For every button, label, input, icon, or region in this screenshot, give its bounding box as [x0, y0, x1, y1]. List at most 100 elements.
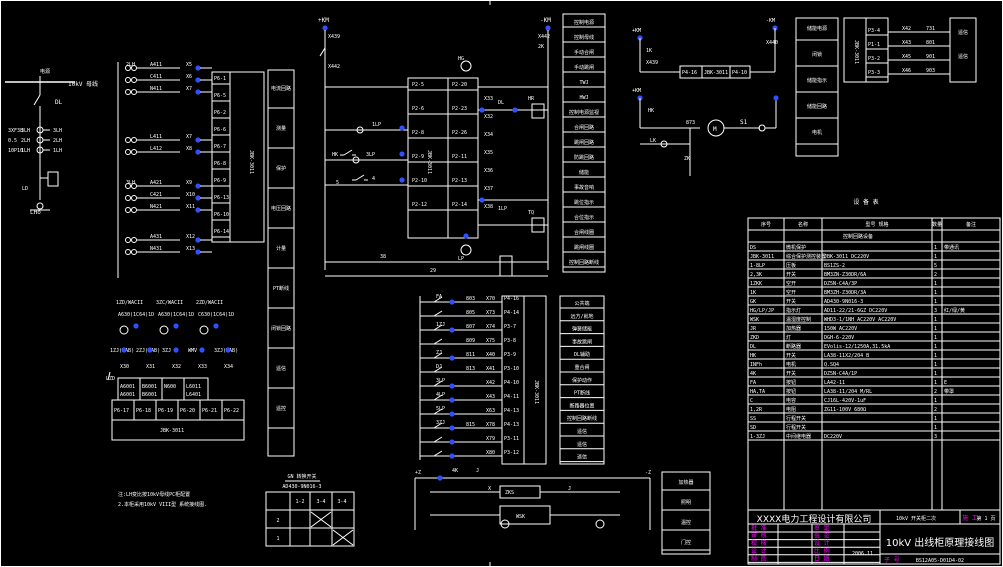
ct-winding [131, 183, 137, 189]
bom-cell: 灯 [786, 334, 791, 341]
pt-box-cell: L6011 [186, 384, 201, 390]
bom-cell: 1 [934, 245, 937, 251]
ct-winding [125, 137, 131, 143]
ct-ratio: 10P10 [8, 148, 23, 154]
coil-label: TQ [528, 210, 534, 216]
bom-cell: HK [750, 353, 756, 359]
mid-legend-item: 电压回路 [271, 205, 291, 212]
ct-winding [131, 65, 137, 71]
bom-cell: 2,3K [750, 272, 762, 278]
signal-legend-item: 保护动作 [572, 377, 592, 384]
signal-terminal: P3-9 [504, 352, 516, 358]
signal-contact [433, 366, 443, 373]
signal-terminal: P3-10 [504, 366, 519, 372]
pt-terminal [173, 323, 179, 329]
tb-bottom-left: 子 号 [884, 557, 900, 564]
pt-box-cell: A6001 [120, 384, 135, 390]
bom-cell: 空开 [786, 280, 796, 287]
tb-date: 2006.11 [852, 551, 873, 557]
signal-terminal-marker [449, 327, 455, 333]
code-label: 2K [538, 44, 544, 50]
signal-legend [559, 295, 605, 465]
signal-terminal: P4-13 [504, 408, 519, 414]
ct-winding [131, 249, 137, 255]
relay-ct-box-right [229, 71, 265, 243]
ct-winding [131, 137, 137, 143]
bom-header: 型号 规格 [865, 221, 888, 228]
green-lamp [460, 60, 472, 72]
relay-term-left: P2-9 [412, 154, 424, 160]
mid-legend-item: 计量 [276, 245, 286, 252]
bom-cell: 1 [934, 380, 937, 386]
signal-num: 815 [466, 422, 475, 428]
ct-winding [131, 89, 137, 95]
ct-wire-label: A411 [150, 62, 162, 68]
ct-core-label: 1LH [53, 148, 62, 154]
relay-box-label: JBK-3011 [426, 150, 432, 174]
bc-legend-item: 门控 [681, 539, 691, 546]
bom-cell: 1-3ZJ [750, 434, 765, 440]
bom-cell: 微机保护 [786, 244, 806, 251]
signal-num: 813 [466, 366, 475, 372]
bom-cell: BS1ZS-2 [824, 263, 845, 269]
signal-code: X40 [486, 352, 495, 358]
bom-cell: 1ZKK [750, 281, 762, 287]
relay-term-left: P2-10 [412, 178, 427, 184]
signal-legend-item: PT断线 [574, 390, 590, 397]
right-relay-label: JBK-3011 [853, 40, 859, 64]
signal-contact [433, 422, 443, 429]
ld-label: LD [22, 186, 28, 192]
signal-terminal: P3-7 [504, 324, 516, 330]
signal-terminal: P3-11 [504, 436, 519, 442]
tb-role: 制 图 [751, 554, 767, 562]
bom-cell: 2 [934, 389, 937, 395]
bom-cell: 开关 [786, 370, 796, 377]
bom-cell: 开关 [786, 298, 796, 305]
lamp-label: LP [458, 256, 464, 262]
ctrl-terminal [512, 107, 518, 113]
bom-cell: LA42-11 [824, 380, 845, 386]
ctrl-terminal [479, 107, 485, 113]
signal-terminal: P4-16 [504, 296, 519, 302]
bom-cell: CJ16L-420V-1uF [824, 398, 866, 404]
signal-code: X43 [486, 394, 495, 400]
ct-winding [125, 89, 131, 95]
signal-code: X75 [486, 338, 495, 344]
lp-label: 1LP [498, 206, 507, 212]
bom-cell: 1 [934, 317, 937, 323]
mid-legend-column [267, 69, 295, 457]
bom-header: 序号 [761, 221, 771, 228]
code-label: X439 [328, 34, 340, 40]
bom-cell: 1 [934, 299, 937, 305]
signal-legend-item: 遥信 [577, 454, 587, 461]
signal-legend-item: 公共端 [574, 300, 589, 307]
signal-legend-item: 遥信 [577, 441, 587, 448]
wire-num: 29 [430, 268, 436, 274]
pt-terminal [199, 347, 205, 353]
signal-contact [433, 450, 443, 457]
tb-role: 校 核 [751, 539, 767, 547]
relay-term-right: P2-11 [452, 154, 467, 160]
bom-cell: LA38-11X2/204 B [824, 353, 869, 359]
signal-box-label: JBK-3011 [533, 380, 539, 404]
ctrl-terminal [479, 197, 485, 203]
pt-mid-label: A630(1C64)1D [118, 312, 154, 318]
pt-terminal-id: P6-21 [202, 408, 217, 414]
terminal-id: P6-10 [214, 212, 229, 218]
table-cross [310, 511, 332, 528]
pt-box-cell: A6001 [120, 392, 135, 398]
signal-contact-label: FA [436, 294, 442, 300]
bom-cell: SD [750, 425, 756, 431]
signal-code: X79 [486, 436, 495, 442]
ct-core: 1LH [21, 148, 30, 154]
manual-close [343, 149, 353, 156]
legend-item: 合闸回路 [574, 124, 594, 131]
coil-label: HR [528, 96, 535, 102]
pt-code: X30 [120, 364, 129, 370]
ct-header: 3LH [126, 180, 135, 186]
pt-low-label: 3ZJ [162, 348, 171, 354]
mid-legend-item: PT断线 [273, 285, 289, 292]
bom-cell: JR [750, 326, 757, 332]
ct-wire-label: A421 [150, 180, 162, 186]
